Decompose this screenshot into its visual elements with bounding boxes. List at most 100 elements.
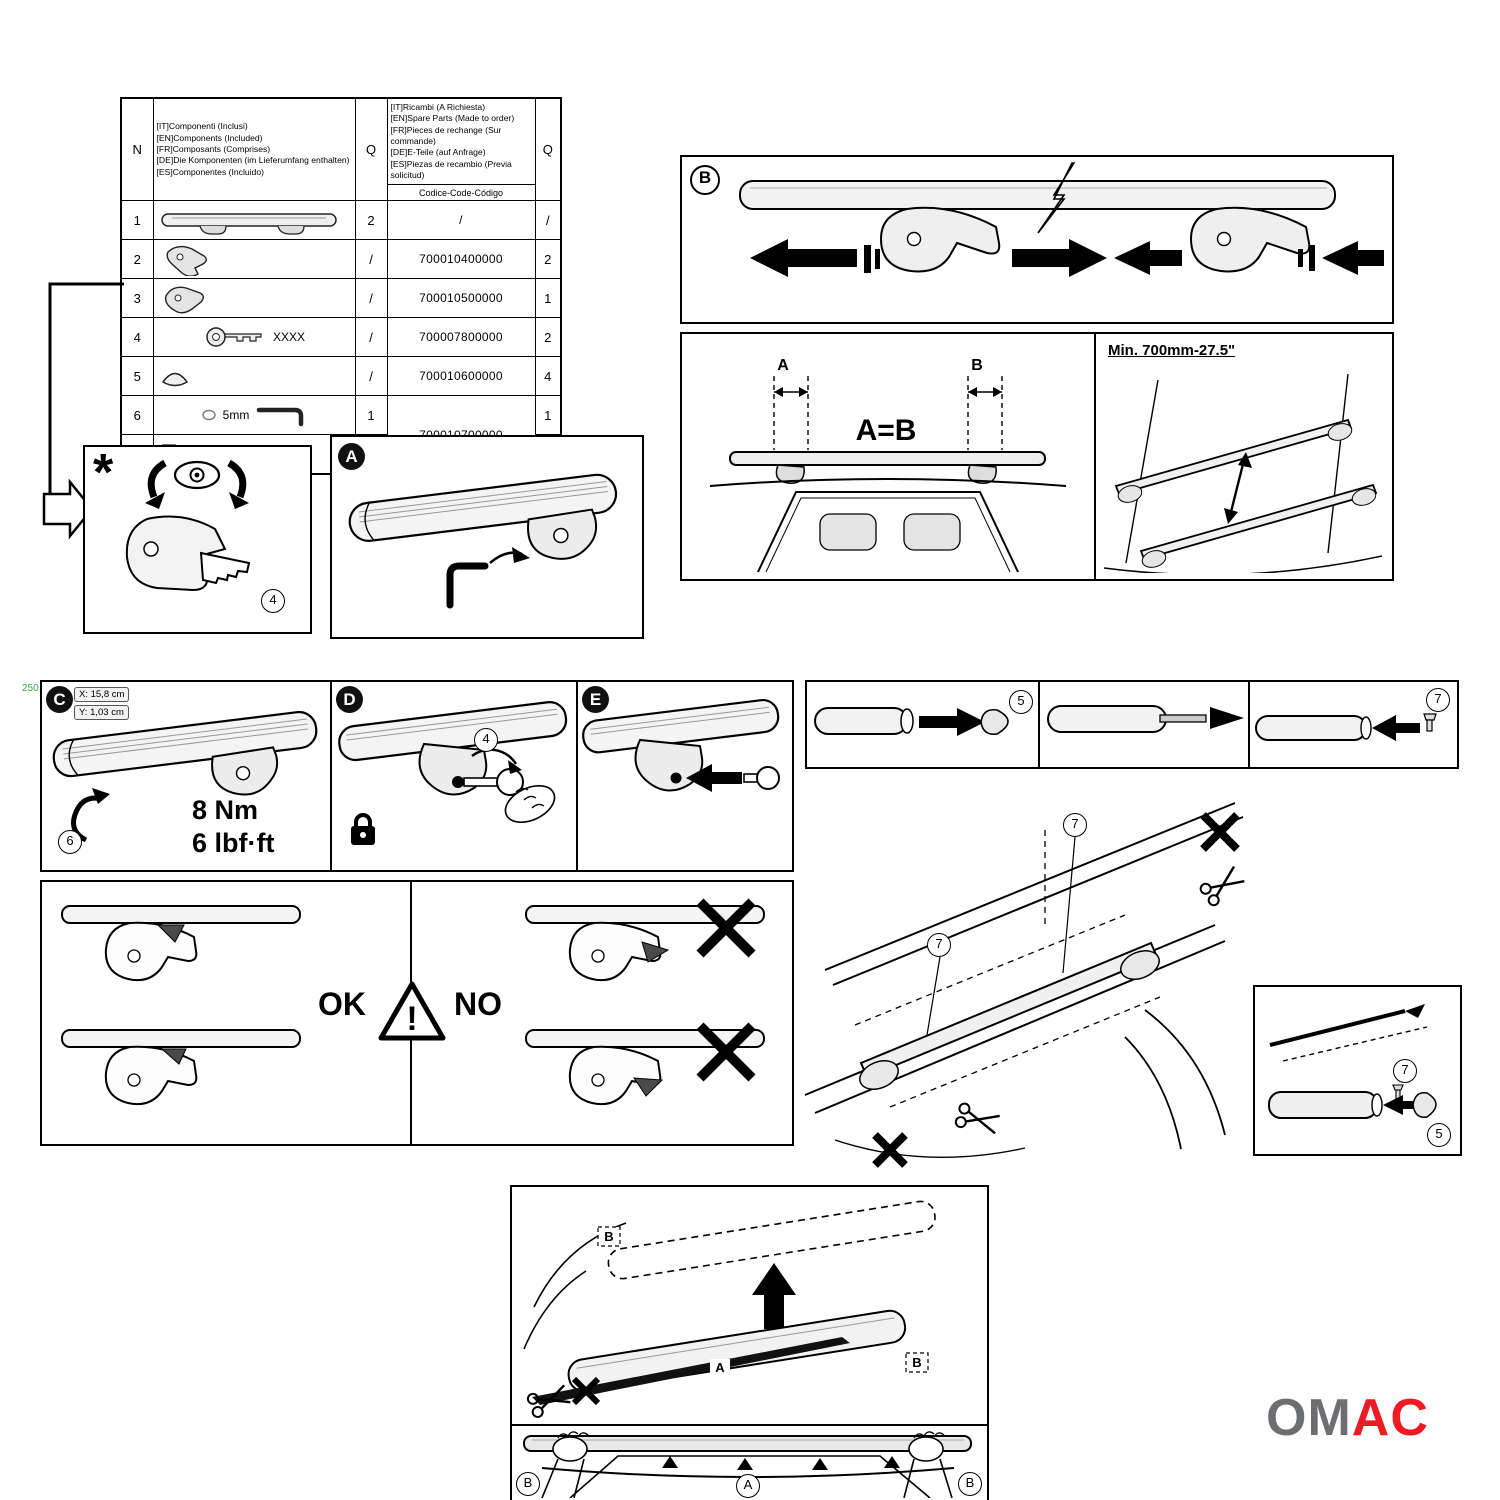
header-n: N — [120, 97, 154, 202]
key-part-icon — [206, 327, 262, 348]
panel-e-badge: E — [582, 686, 609, 713]
panel-bar-lift: B A B — [510, 1424, 989, 1500]
row-code: 700010500000 — [386, 278, 536, 319]
lock-key-illustration — [338, 701, 568, 823]
panel-c: C X: 15,8 cm Y: 1,03 cm 6 8 Nm 6 lbf·ft — [40, 680, 336, 872]
ok-label: OK — [318, 986, 366, 1022]
row-qty: 2 — [354, 200, 388, 241]
end-cap-part-icon — [161, 373, 188, 387]
row-code: 700007800000 — [386, 317, 536, 358]
panel-bar-placement: A B B — [510, 1185, 989, 1426]
table-row: 1 2 / / — [120, 200, 562, 241]
bar-placement-illustration: A B B — [523, 1200, 936, 1418]
callout-key: 4 — [474, 728, 498, 752]
min-span-label: Min. 700mm-27.5" — [1108, 342, 1236, 359]
panel-d: D 4 — [330, 680, 582, 872]
panel-a-badge: A — [338, 443, 365, 470]
fit-b-label-bottom: B — [912, 1355, 921, 1370]
spares-it: [IT]Ricambi (A Richiesta) — [390, 102, 486, 112]
clamp-wrong-top — [525, 898, 765, 982]
callout-lift-a: A — [736, 1474, 760, 1498]
row-spare-qty: 1 — [534, 278, 562, 319]
row-qty: / — [354, 239, 388, 280]
star-badge: * — [93, 444, 114, 502]
panel-e: E — [576, 680, 794, 872]
panel-plug-insert: 7 — [1248, 680, 1459, 769]
hex-socket-icon — [201, 410, 216, 421]
torque-metric: 8 Nm — [192, 795, 259, 825]
endcap-detail-illustration — [1268, 1004, 1437, 1119]
warning-triangle-icon: ! — [378, 981, 446, 1041]
roof-cut-illustration: 7 7 — [795, 775, 1275, 1190]
row-qty: 1 — [354, 395, 388, 436]
spares-fr: [FR]Pieces de rechange (Sur commande) — [390, 124, 502, 147]
callout-key: 4 — [261, 589, 285, 613]
spares-es: [ES]Piezas de recambio (Previa solicitud… — [390, 158, 512, 181]
row-n: 3 — [120, 278, 154, 319]
row-code: 700010400000 — [386, 239, 536, 280]
bar-allen-illustration — [348, 473, 618, 609]
key-code-label: XXXX — [272, 330, 305, 345]
clamp-wrong-bottom — [525, 1022, 765, 1106]
row-code: / — [386, 200, 536, 241]
panel-min-span: Min. 700mm-27.5" — [1094, 332, 1394, 581]
callout-lift-b-right: B — [958, 1472, 982, 1496]
panel-strip-insert — [1038, 680, 1254, 769]
row-n: 1 — [120, 200, 154, 241]
dim-a-label: A — [777, 357, 789, 374]
included-it: [IT]Componenti (Inclusi) — [156, 121, 248, 132]
spares-de: [DE]E-Teile (auf Anfrage) — [390, 147, 486, 158]
panel-ok-no: OK ! NO — [40, 880, 794, 1146]
parts-table: N [IT]Componenti (Inclusi) [EN]Component… — [120, 97, 562, 476]
header-qty-included: Q — [354, 97, 388, 202]
key-lock-illustration — [125, 459, 251, 592]
panel-cap-insert: 5 — [805, 680, 1044, 769]
svg-text:!: ! — [406, 1000, 417, 1038]
min-span-illustration — [1103, 373, 1383, 573]
panel-endcap-detail: 7 5 — [1253, 985, 1462, 1156]
measure-x-label: X: 15,8 cm — [74, 687, 130, 702]
panel-a-equals-b: A B A=B — [680, 332, 1096, 581]
allen-key-part-icon — [257, 408, 304, 427]
panel-b: B — [680, 155, 1394, 324]
strip-insert-illustration — [1047, 705, 1244, 733]
torque-illustration — [52, 710, 318, 843]
panel-a: A — [330, 435, 644, 639]
print-mark: 250 — [22, 683, 39, 694]
row-spare-qty: 2 — [534, 239, 562, 280]
panel-key-lock: * 4 — [83, 445, 312, 634]
omac-logo: OMAC — [1266, 1392, 1429, 1444]
header-components: [IT]Componenti (Inclusi) [EN]Components … — [152, 97, 356, 202]
code-label: Codice-Code-Código — [387, 184, 535, 200]
torque-imperial: 6 lbf·ft — [192, 828, 275, 858]
included-de: [DE]Die Komponenten (im Lieferumfang ent… — [156, 155, 350, 166]
bar-lift-illustration — [523, 1431, 972, 1498]
right-hand-icon — [903, 1431, 953, 1498]
logo-left-part: OM — [1266, 1389, 1352, 1447]
dim-b-label: B — [971, 357, 983, 374]
panel-d-badge: D — [336, 686, 363, 713]
table-row: 2 / 700010400000 2 — [120, 239, 562, 280]
row-spare-qty: 4 — [534, 356, 562, 397]
callout-roof-plug-top: 7 — [1063, 813, 1087, 837]
key-insert-illustration — [582, 698, 780, 792]
cap-insert-illustration — [814, 707, 1009, 736]
row-spare-qty: 1 — [534, 395, 562, 436]
included-en: [EN]Components (Included) — [156, 132, 263, 143]
spares-en: [EN]Spare Parts (Made to order) — [390, 113, 515, 124]
connector-arrow — [42, 282, 124, 540]
measure-y-label: Y: 1,03 cm — [74, 705, 129, 720]
header-spares: [IT]Ricambi (A Richiesta) [EN]Spare Part… — [386, 97, 536, 202]
plug-insert-illustration — [1255, 713, 1437, 741]
logo-right-part: AC — [1351, 1389, 1429, 1447]
roof-rails-drawing — [804, 802, 1245, 1168]
crossbar-part-icon — [160, 213, 337, 236]
included-es: [ES]Componentes (Incluido) — [156, 166, 264, 177]
row-spare-qty: / — [534, 200, 562, 241]
fit-b-label-top: B — [604, 1229, 613, 1244]
a-equals-b-label: A=B — [856, 414, 917, 447]
row-spare-qty: 2 — [534, 317, 562, 358]
allen-size-label: 5mm — [222, 408, 250, 423]
panel-b-badge: B — [690, 165, 720, 195]
